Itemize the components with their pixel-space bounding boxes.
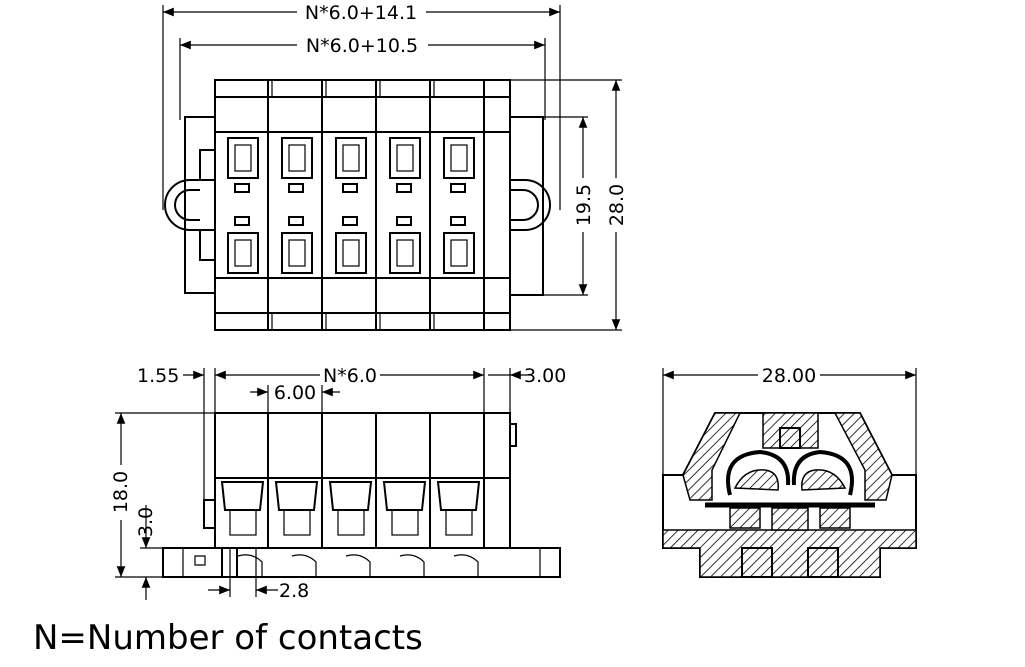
dim-top-width-inner: N*6.0+10.5: [179, 35, 546, 120]
front-openings: [220, 481, 481, 536]
dim-front-peg: 2.8: [208, 548, 309, 602]
dim-front-left-offset: 1.55: [137, 365, 205, 500]
front-pole-dividers: [267, 413, 485, 548]
dim-label: 1.55: [137, 365, 179, 387]
dim-front-pitch: 6.00: [250, 382, 340, 413]
dim-label: 3.00: [524, 365, 566, 387]
side-section-view: 28.00: [662, 365, 917, 578]
dim-label: 3.0: [135, 507, 157, 537]
top-left-ear: [164, 116, 216, 294]
dim-front-foot-height: 3.0: [135, 505, 163, 600]
dim-label: N*6.0+10.5: [306, 35, 418, 57]
top-pole-dividers: [267, 80, 485, 330]
dim-front-pitch-total: N*6.0: [214, 365, 485, 413]
dim-top-height-outer: 28.0: [510, 79, 628, 331]
top-view: N*6.0+14.1 N*6.0+10.5 19.5 28.0: [162, 2, 628, 331]
dim-front-height: 18.0: [110, 412, 215, 578]
dim-label: N*6.0: [323, 365, 377, 387]
dim-label: N*6.0+14.1: [305, 2, 417, 24]
dim-label: 28.00: [762, 365, 816, 387]
dim-label: 28.0: [606, 184, 628, 226]
dim-front-right-offset: 3.00: [488, 365, 566, 413]
dim-label: 2.8: [279, 580, 309, 602]
dim-side-width: 28.00: [662, 365, 917, 475]
front-view: 1.55 N*6.0 3.00 6.00: [110, 365, 566, 602]
top-wire-entries: [227, 137, 475, 274]
top-right-ear: [509, 116, 551, 296]
dim-label: 6.00: [274, 382, 316, 404]
dim-label: 18.0: [110, 471, 132, 513]
dim-label: 19.5: [573, 184, 595, 226]
dim-top-height-inner: 19.5: [543, 116, 595, 296]
dim-top-width-outer: N*6.0+14.1: [162, 2, 561, 210]
front-base: [162, 547, 561, 578]
contacts-note: N=Number of contacts: [33, 618, 423, 658]
